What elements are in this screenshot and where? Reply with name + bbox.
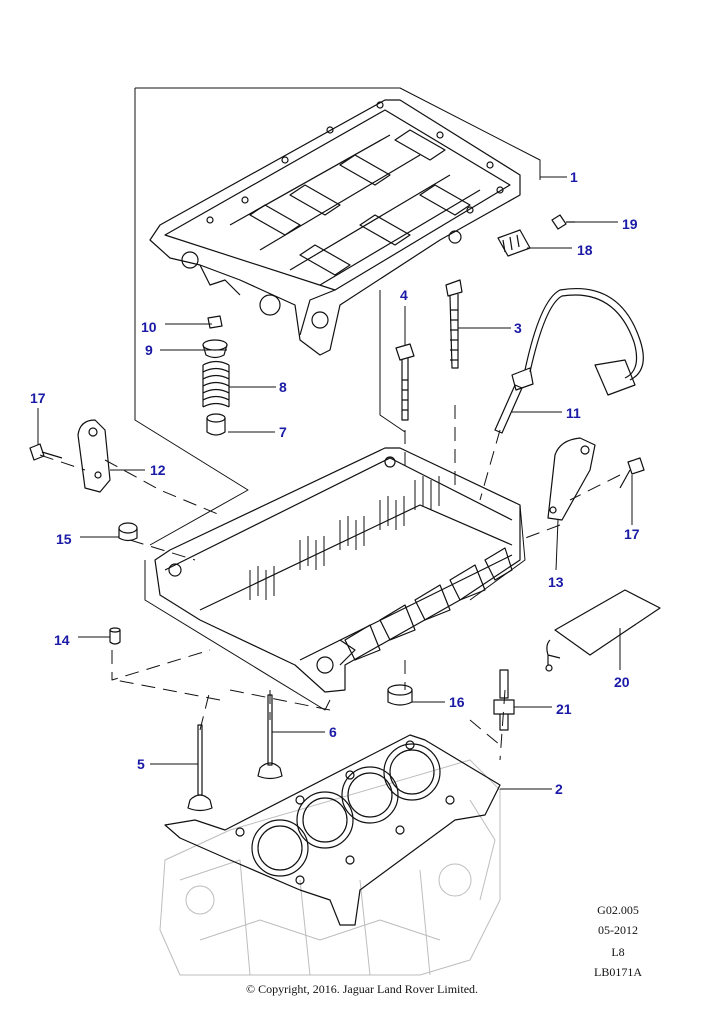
screw-19 [551, 214, 575, 230]
callout-5: 5 [137, 756, 145, 772]
callout-2: 2 [555, 781, 563, 797]
callout-12: 12 [150, 462, 166, 478]
callout-8: 8 [279, 379, 287, 395]
long-bolt-4 [395, 343, 415, 421]
illustration-id: LB0171A [594, 965, 642, 979]
camshaft-carrier [149, 99, 521, 356]
callout-18: 18 [577, 242, 593, 258]
callout-4: 4 [400, 287, 408, 303]
callout-3: 3 [514, 320, 522, 336]
callout-21: 21 [556, 701, 572, 717]
drawing-date: 05-2012 [598, 923, 638, 937]
plug-15 [118, 522, 138, 542]
bracket-12 [77, 419, 111, 493]
callout-7: 7 [279, 424, 287, 440]
vehicle-code: L8 [611, 945, 625, 959]
drawing-code: G02.005 [597, 903, 639, 917]
sensor-harness-11 [494, 288, 644, 434]
bolt-17-left [29, 443, 63, 461]
bolt-17-right [619, 457, 645, 489]
callout-17-left: 17 [30, 390, 46, 406]
valve-stem-seal-7 [206, 413, 226, 436]
callout-17-right: 17 [624, 526, 640, 542]
callout-20: 20 [614, 674, 630, 690]
callout-13: 13 [548, 574, 564, 590]
callout-16: 16 [449, 694, 465, 710]
connector-18 [497, 229, 531, 257]
exploded-view-outline [134, 87, 541, 711]
valve-6 [257, 694, 283, 780]
engine-block-ghost [159, 759, 501, 976]
callout-15: 15 [56, 531, 72, 547]
head-gasket [164, 734, 501, 926]
valve-spring-8 [202, 360, 230, 408]
callout-6: 6 [329, 724, 337, 740]
plug-16 [387, 684, 413, 706]
copyright-notice: © Copyright, 2016. Jaguar Land Rover Lim… [245, 982, 479, 996]
assembly-guide-lines [39, 405, 621, 761]
callout-1: 1 [570, 169, 578, 185]
callout-14: 14 [54, 632, 70, 648]
valve-collet-10 [207, 315, 223, 329]
dowel-14 [109, 627, 121, 645]
sealant-tube-20 [545, 589, 661, 672]
valve-springs-on-head [249, 476, 440, 600]
spring-retainer-9 [202, 339, 228, 359]
callout-11: 11 [566, 405, 581, 421]
long-bolt-3 [445, 279, 463, 369]
bracket-13 [547, 437, 596, 521]
sensor-21 [493, 669, 515, 731]
callout-leader-lines [37, 176, 633, 790]
callout-9: 9 [145, 342, 153, 358]
callout-10: 10 [141, 319, 157, 335]
callout-19: 19 [622, 216, 638, 232]
cylinder-head [154, 447, 521, 693]
valve-5 [187, 724, 213, 812]
